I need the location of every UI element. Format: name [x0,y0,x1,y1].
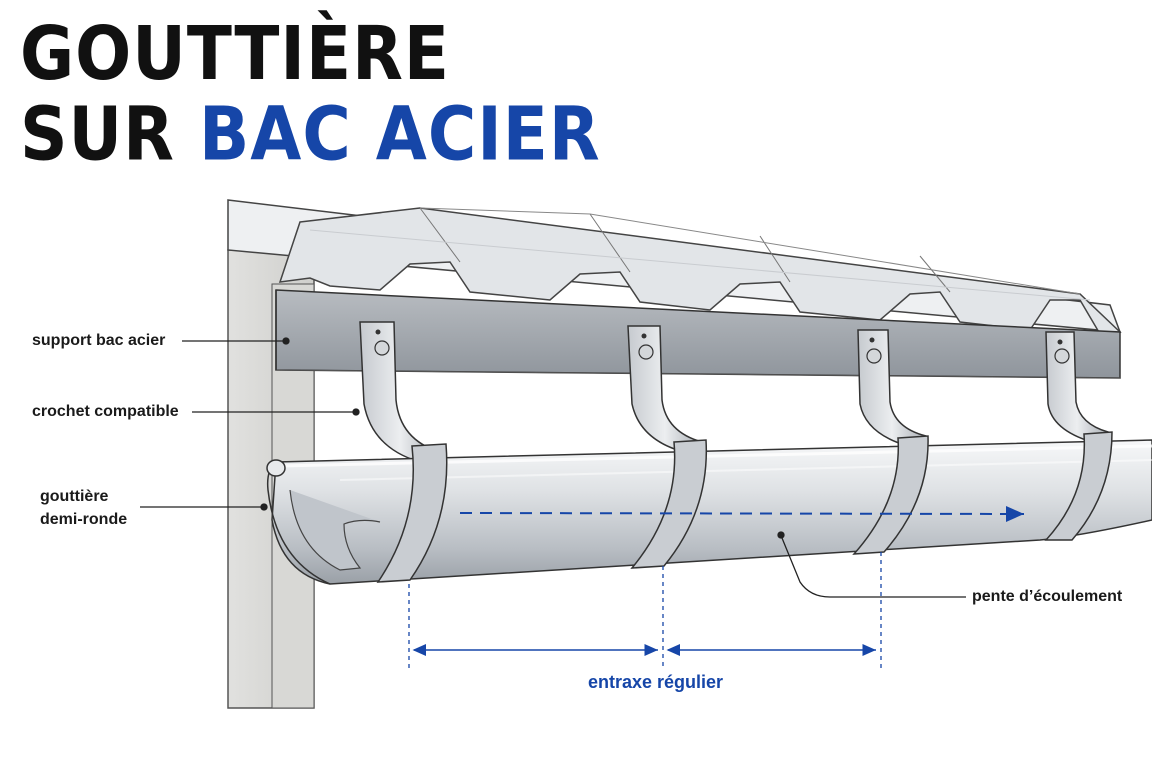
gutter-hooks [359,321,1110,463]
page-title: GOUTTIÈRE SUR BAC ACIER [20,10,601,176]
label-entraxe: entraxe régulier [588,672,724,692]
title-line-1: GOUTTIÈRE [20,10,450,97]
label-crochet: crochet compatible [32,403,179,420]
label-gouttiere-line2: demi-ronde [40,511,128,528]
title-accent: BAC ACIER [198,91,601,178]
title-line-2: SUR BAC ACIER [20,94,601,176]
gutter-straps [376,431,1113,583]
steel-roof-sheet [227,199,1122,335]
label-pente: pente d’écoulement [972,588,1123,605]
flow-slope-arrow [459,505,1025,522]
bolt-icon [866,348,882,364]
bolt-icon [1054,348,1070,364]
spacing-dimension [408,552,882,668]
bolt-icon [374,340,390,356]
label-gouttiere-line1: gouttière [40,488,109,505]
leader-lines [140,337,966,598]
label-support: support bac acier [32,332,166,349]
steel-support-beam [275,289,1121,379]
bolt-icon [638,344,654,360]
title-prefix: SUR [20,91,199,178]
